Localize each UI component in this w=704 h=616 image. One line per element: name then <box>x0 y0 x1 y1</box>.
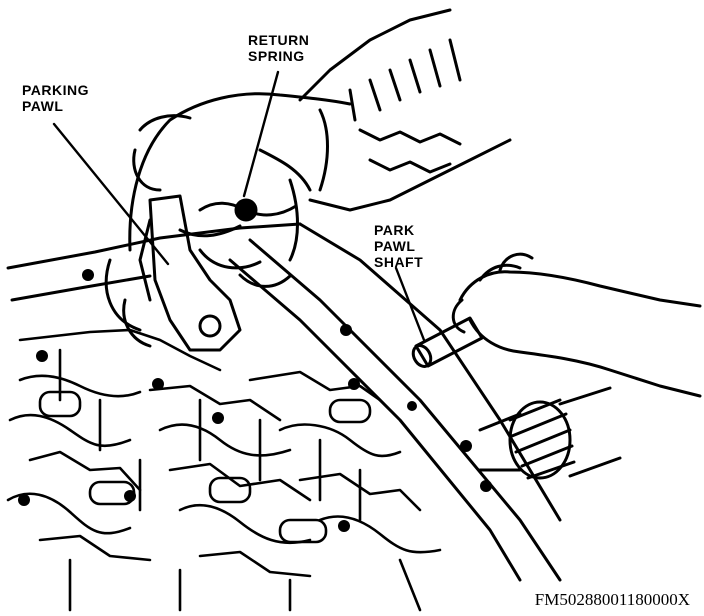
label-parking-pawl-line1: PARKING <box>22 82 90 98</box>
case-top-inner-edge <box>10 274 152 302</box>
leader-parking-pawl <box>52 122 170 266</box>
case-bolts <box>18 269 492 532</box>
leader-park-pawl-shaft <box>394 266 426 342</box>
left-hand <box>104 92 352 348</box>
label-park-pawl-shaft-line1: PARK <box>374 222 415 238</box>
case-right-wall <box>298 222 562 522</box>
label-return-spring: RETURN SPRING <box>248 32 309 64</box>
label-parking-pawl: PARKING PAWL <box>22 82 89 114</box>
case-flange <box>248 238 562 582</box>
parking-pawl-part <box>138 194 242 352</box>
park-pawl-shaft-part <box>411 316 484 368</box>
figure-code: FM50288001180000X <box>534 590 690 609</box>
case-flange-inner <box>228 258 522 582</box>
valve-body <box>6 328 442 612</box>
label-return-spring-line1: RETURN <box>248 32 310 48</box>
label-park-pawl-shaft-line3: SHAFT <box>374 254 424 270</box>
return-spring-part <box>198 198 298 222</box>
threaded-fitting <box>478 386 622 480</box>
label-parking-pawl-line2: PAWL <box>22 98 64 114</box>
label-return-spring-line2: SPRING <box>248 48 305 64</box>
right-hand <box>451 252 702 398</box>
label-park-pawl-shaft: PARK PAWL SHAFT <box>374 222 423 270</box>
label-park-pawl-shaft-line2: PAWL <box>374 238 416 254</box>
leader-return-spring <box>242 70 280 198</box>
case-top-edge <box>6 222 302 270</box>
leader-lines <box>52 70 426 342</box>
left-sleeve <box>298 8 512 212</box>
